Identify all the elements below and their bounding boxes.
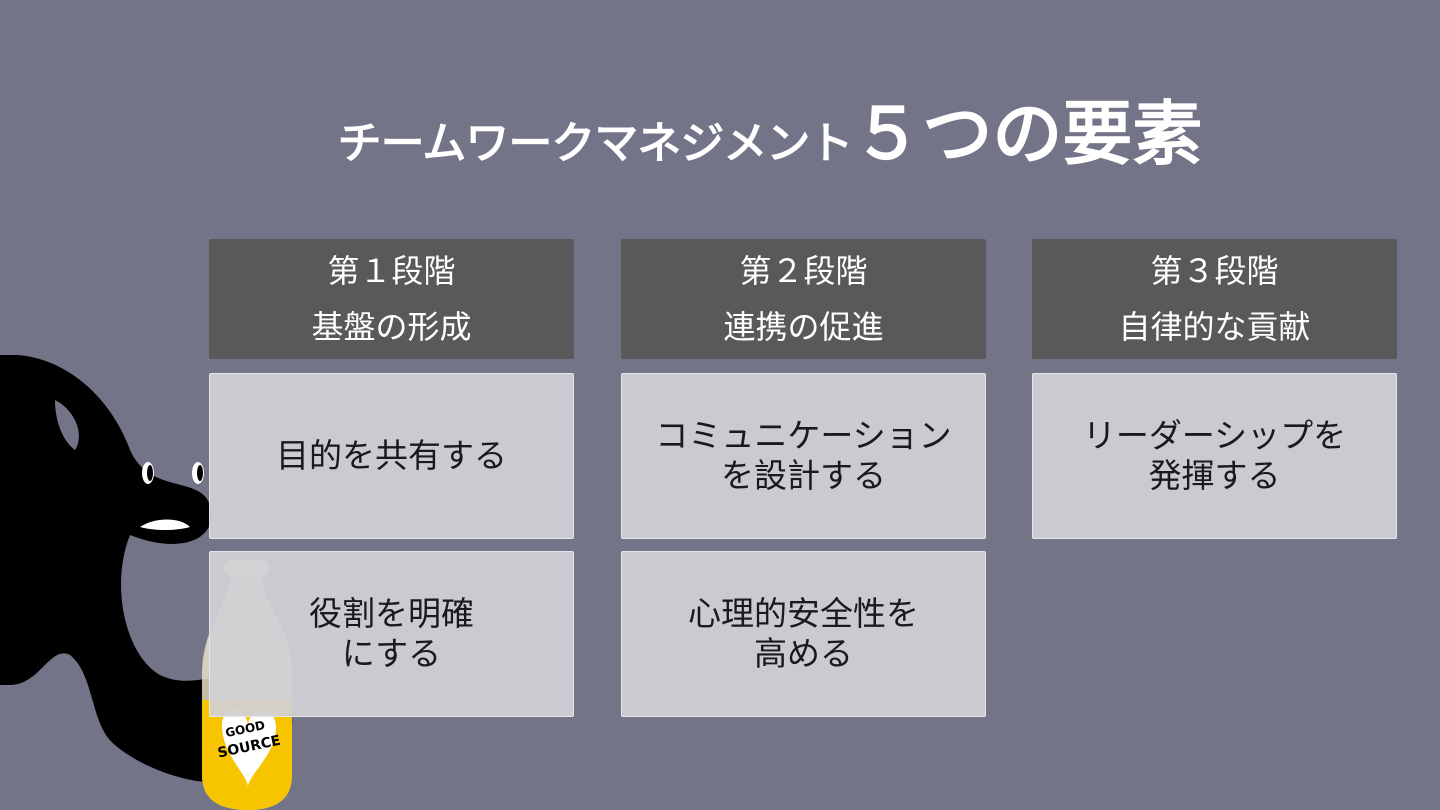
stage-1-header: 第１段階 基盤の形成 [209, 239, 574, 359]
element-card-5: リーダーシップを 発揮する [1032, 373, 1397, 539]
element-card-3: コミュニケーション を設計する [621, 373, 986, 539]
element-card-1: 目的を共有する [209, 373, 574, 539]
stage-2-label: 第２段階 [739, 252, 868, 290]
element-card-2: 役割を明確 にする [209, 551, 574, 717]
mascot-mouth [140, 519, 190, 530]
title-emphasis: ５つの要素 [852, 93, 1203, 175]
element-card-4: 心理的安全性を 高める [621, 551, 986, 717]
title-main: チームワークマネジメント [337, 118, 854, 169]
stage-3-header: 第３段階 自律的な貢献 [1032, 239, 1397, 359]
stage-2-header: 第２段階 連携の促進 [621, 239, 986, 359]
stage-1-label: 第１段階 [327, 252, 456, 290]
stage-2-name: 連携の促進 [723, 308, 884, 346]
stage-1-name: 基盤の形成 [311, 308, 472, 346]
stage-3-name: 自律的な貢献 [1118, 308, 1311, 346]
stage-3-label: 第３段階 [1150, 252, 1279, 290]
slide-title: チームワークマネジメント５つの要素 [0, 78, 1440, 179]
